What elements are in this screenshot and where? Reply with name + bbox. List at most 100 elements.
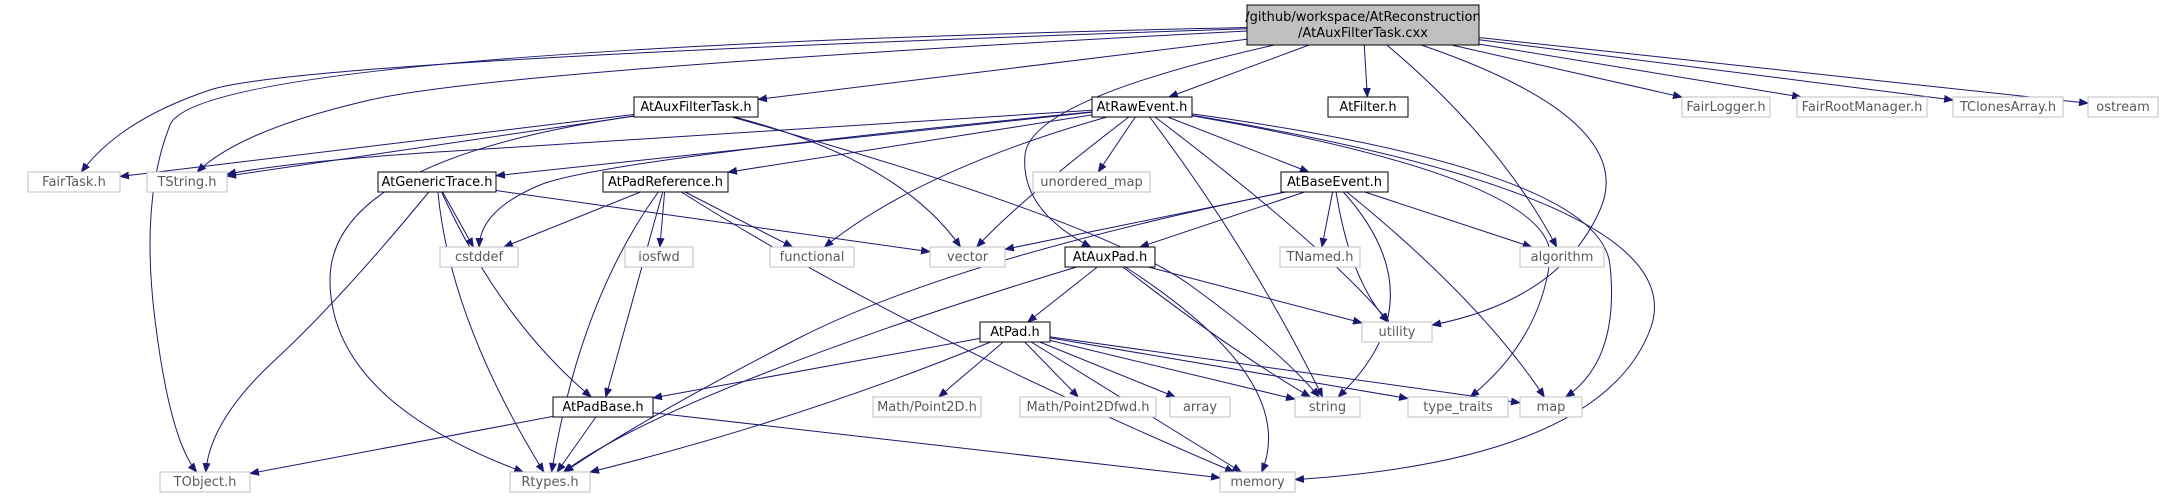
edge-padreference_h-to-functional (684, 191, 794, 248)
node-string: string (1294, 396, 1361, 418)
edge-pad_h-to-padbase_h (652, 337, 981, 401)
node-auxfiltertask_h[interactable]: AtAuxFilterTask.h (633, 96, 759, 118)
edge-auxpad_h-to-rtypes (562, 266, 1077, 473)
edge-auxfiltertask_h-to-rtypes (329, 115, 635, 473)
node-box (872, 396, 982, 418)
edge-pad_h-to-point2dfwd (1024, 341, 1079, 398)
edge-baseevent_h-to-auxpad_h (1138, 191, 1305, 248)
edge-root-to-utility (1421, 44, 1607, 328)
node-label: memory (1230, 475, 1285, 490)
node-box (1169, 396, 1231, 418)
node-box (1681, 96, 1771, 118)
dependency-edges (80, 27, 2089, 484)
edge-rawevent_h-to-baseevent_h (1167, 116, 1310, 173)
node-box (159, 471, 251, 493)
node-box (552, 396, 654, 418)
edge-rawevent_h-to-utility (1154, 116, 1390, 323)
edge-auxfiltertask_h-to-string (731, 116, 1320, 398)
node-label: iosfwd (638, 250, 680, 265)
node-tstring: TString.h (146, 171, 228, 193)
node-filter_h[interactable]: AtFilter.h (1327, 96, 1409, 118)
node-point2dfwd: Math/Point2Dfwd.h (1019, 396, 1157, 418)
node-label: AtAuxPad.h (1073, 250, 1147, 265)
node-label: Rtypes.h (521, 475, 578, 490)
edge-generictrace_h-to-vector (495, 190, 931, 255)
edge-generictrace_h-to-rtypes (437, 191, 545, 473)
node-box (979, 321, 1051, 343)
node-baseevent_h[interactable]: AtBaseEvent.h (1280, 171, 1389, 193)
edge-pad_h-to-type_traits (1049, 337, 1409, 401)
node-root[interactable]: /github/workspace/AtReconstruction/AtAux… (1245, 4, 1481, 46)
node-box (1032, 171, 1151, 193)
node-label: AtPadReference.h (608, 175, 723, 190)
edge-rawevent_h-to-string (1149, 116, 1324, 398)
node-label: TString.h (156, 175, 216, 190)
node-array: array (1169, 396, 1231, 418)
edge-root-to-tclonesarray (1478, 39, 1954, 103)
node-box (1280, 171, 1389, 193)
edge-padreference_h-to-padbase_h (604, 191, 664, 398)
edge-auxpad_h-to-pad_h (1026, 266, 1098, 323)
edge-rawevent_h-to-functional (823, 116, 1107, 248)
node-label: array (1183, 400, 1217, 415)
edge-generictrace_h-to-cstddef (442, 191, 474, 248)
node-box (1407, 396, 1509, 418)
edge-generictrace_h-to-tobject (202, 191, 430, 473)
node-padbase_h[interactable]: AtPadBase.h (552, 396, 654, 418)
edge-root-to-auxpad_h (1024, 44, 1275, 248)
edge-rawevent_h-to-memory (1191, 114, 1655, 484)
node-label: AtPad.h (990, 325, 1040, 340)
node-box (27, 171, 121, 193)
node-box (624, 246, 694, 268)
node-unordered_map: unordered_map (1032, 171, 1151, 193)
edge-auxfiltertask_h-to-tstring (226, 115, 635, 179)
node-padreference_h[interactable]: AtPadReference.h (602, 171, 729, 193)
node-fairrootmanager: FairRootManager.h (1796, 96, 1928, 118)
node-box (633, 96, 759, 118)
node-fairtask: FairTask.h (27, 171, 121, 193)
node-box (439, 246, 519, 268)
node-box (1294, 396, 1361, 418)
node-generictrace_h[interactable]: AtGenericTrace.h (377, 171, 497, 193)
node-label: Math/Point2D.h (877, 400, 977, 415)
node-utility: utility (1361, 321, 1433, 343)
node-rawevent_h[interactable]: AtRawEvent.h (1091, 96, 1193, 118)
edge-padreference_h-to-cstddef (502, 191, 641, 248)
edge-padreference_h-to-rtypes (549, 191, 659, 473)
edge-rawevent_h-to-unordered_map (1097, 116, 1136, 173)
node-box (1246, 4, 1480, 46)
edge-rawevent_h-to-tstring (226, 109, 1093, 177)
node-box (1952, 96, 2064, 118)
node-cstddef: cstddef (439, 246, 519, 268)
node-memory: memory (1219, 471, 1296, 493)
node-label: AtAuxFilterTask.h (640, 100, 751, 115)
node-box (602, 171, 729, 193)
node-rtypes: Rtypes.h (509, 471, 591, 493)
node-label: unordered_map (1040, 175, 1143, 190)
node-box (1361, 321, 1433, 343)
edge-padbase_h-to-memory (652, 412, 1221, 481)
node-box (146, 171, 228, 193)
node-auxpad_h[interactable]: AtAuxPad.h (1064, 246, 1156, 268)
edge-root-to-tstring (196, 30, 1248, 173)
node-label: AtPadBase.h (562, 400, 643, 415)
edge-generictrace_h-to-padbase_h (441, 191, 592, 398)
edge-auxpad_h-to-string (1122, 266, 1312, 398)
node-iosfwd: iosfwd (624, 246, 694, 268)
node-box (1796, 96, 1928, 118)
node-label: AtRawEvent.h (1097, 100, 1188, 115)
node-box (1327, 96, 1409, 118)
edge-baseevent_h-to-rtypes (563, 191, 1286, 473)
node-label: algorithm (1531, 250, 1594, 265)
node-tnamed: TNamed.h (1279, 246, 1361, 268)
node-fairlogger: FairLogger.h (1681, 96, 1771, 118)
edge-padbase_h-to-rtypes (556, 416, 597, 473)
edge-auxfiltertask_h-to-vector (734, 116, 962, 248)
node-box (2087, 96, 2159, 118)
edge-padreference_h-to-iosfwd (656, 191, 666, 248)
edge-padreference_h-to-memory (681, 191, 1235, 473)
edge-rawevent_h-to-map (1191, 113, 1613, 398)
node-pad_h[interactable]: AtPad.h (979, 321, 1051, 343)
edge-baseevent_h-to-map (1346, 191, 1545, 398)
